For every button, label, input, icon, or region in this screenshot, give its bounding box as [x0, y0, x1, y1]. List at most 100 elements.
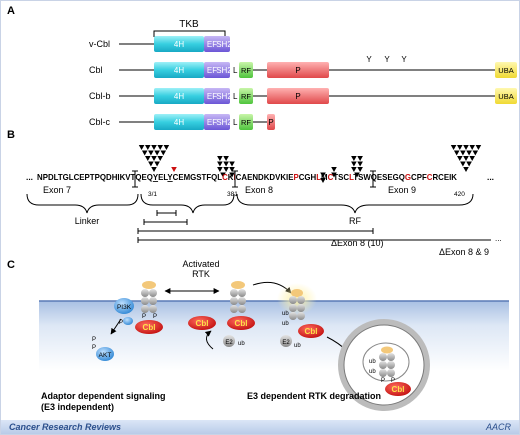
residue: T	[58, 172, 64, 182]
domain-sh2-label: SH2	[216, 40, 232, 49]
residue: S	[338, 172, 344, 182]
domain-rf	[239, 88, 253, 104]
phospho-p: P	[119, 320, 123, 326]
mutation-triangle	[145, 145, 151, 150]
cbl-protein	[188, 316, 216, 330]
domain-l-label: L	[233, 92, 238, 101]
residue: G	[190, 172, 196, 182]
mutation-triangle	[357, 167, 363, 172]
cbl-protein	[135, 320, 163, 334]
exon9-label: Exon 9	[388, 185, 416, 195]
mutation-triangle	[154, 161, 160, 167]
residue: A	[241, 172, 247, 182]
mutation-triangle	[331, 167, 337, 172]
mutation-triangle	[229, 161, 235, 167]
domain-braces	[26, 193, 474, 214]
phospho-p: P	[153, 314, 157, 320]
pi3k-subunit	[123, 317, 133, 325]
domain-4h	[154, 88, 204, 104]
residue: D	[106, 172, 112, 182]
delta-exon89-label: ΔExon 8 & 9	[439, 247, 489, 257]
phospho-p: P	[92, 337, 96, 343]
residue: S	[358, 172, 364, 182]
domain-ef-label: EF	[207, 40, 217, 49]
mutation-triangle	[463, 156, 469, 161]
residue: I	[449, 172, 451, 182]
panel-a-label: A	[7, 5, 15, 17]
protein-name: Cbl-c	[89, 117, 111, 127]
mutation-triangle	[145, 156, 151, 161]
domain-rf-label: RF	[241, 92, 251, 101]
residue: Q	[147, 172, 154, 182]
mutation-triangle	[466, 161, 472, 167]
residue: L	[54, 172, 59, 182]
journal-name: Cancer Research Reviews	[9, 422, 122, 432]
rf-label: RF	[349, 216, 361, 226]
cbl-label: Cbl	[305, 327, 318, 336]
residue: S	[382, 172, 388, 182]
endocytic-pit-glow	[277, 283, 317, 315]
domain-ef-label: EF	[207, 92, 217, 101]
mutation-triangle	[463, 145, 469, 150]
domain-4h	[154, 62, 204, 78]
residue: L	[316, 172, 321, 182]
residue: T	[353, 172, 359, 182]
residue: T	[333, 172, 339, 182]
mutation-triangle	[148, 161, 154, 167]
mutation-triangle	[154, 150, 160, 156]
residue: D	[269, 172, 275, 182]
residue: T	[202, 172, 208, 182]
exon-boundaries	[132, 170, 376, 188]
mutation-triangle	[472, 150, 479, 156]
mutation-triangles	[138, 145, 482, 183]
mutation-triangle	[151, 145, 157, 150]
linker-label: Linker	[75, 216, 100, 226]
domain-p	[267, 62, 329, 78]
mutation-triangle	[160, 150, 167, 156]
mutation-triangle	[151, 156, 157, 161]
mutation-triangle	[351, 161, 357, 167]
mutation-triangle	[457, 156, 463, 161]
residue: H	[311, 172, 317, 182]
domain-4h-label: 4H	[174, 66, 184, 75]
mutation-triangle	[223, 156, 229, 161]
residue: Y	[167, 172, 173, 182]
residue: W	[363, 172, 371, 182]
domain-uba	[495, 88, 517, 104]
residue: E	[288, 172, 294, 182]
protein-sequence: NPDLTGLCEPTPQDHIKVTQEQYELYCEMGSTFQLCKICA…	[37, 172, 457, 182]
domain-p	[267, 114, 275, 130]
tyrosine-label: Y	[384, 55, 390, 64]
mutation-triangle	[138, 145, 145, 150]
ubiquitin-label: ub	[282, 311, 289, 317]
domain-rf-label: RF	[241, 66, 251, 75]
domain-uba	[495, 62, 517, 78]
domain-p-label: P	[268, 118, 273, 127]
mutation-triangle	[148, 150, 154, 156]
cbl-protein	[385, 382, 411, 396]
footer-bar: Cancer Research Reviews AACR	[1, 420, 519, 434]
panel-c-label: C	[7, 259, 15, 271]
residue: M	[321, 172, 328, 182]
e2-label: E2	[282, 340, 290, 346]
residue: E	[158, 172, 164, 182]
residue: Y	[153, 172, 159, 182]
residue: C	[411, 172, 417, 182]
domain-4h	[154, 36, 204, 52]
mutation-triangle	[354, 172, 360, 178]
mutation-triangle	[331, 172, 337, 178]
domain-p-label: P	[295, 66, 300, 75]
mutation-triangle	[163, 145, 170, 150]
domain-sh2-label: SH2	[216, 92, 232, 101]
mutation-triangle	[450, 145, 457, 150]
mutation-triangle	[469, 145, 475, 150]
residue: L	[217, 172, 222, 182]
exon8-label: Exon 8	[245, 185, 273, 195]
domain-rf	[239, 114, 253, 130]
tyrosine-label: Y	[401, 55, 407, 64]
protein-name: v-Cbl	[89, 39, 110, 49]
adaptor-caption: Adaptor dependent signaling	[41, 391, 166, 401]
domain-ef-label: EF	[207, 118, 217, 127]
residue: C	[328, 172, 334, 182]
